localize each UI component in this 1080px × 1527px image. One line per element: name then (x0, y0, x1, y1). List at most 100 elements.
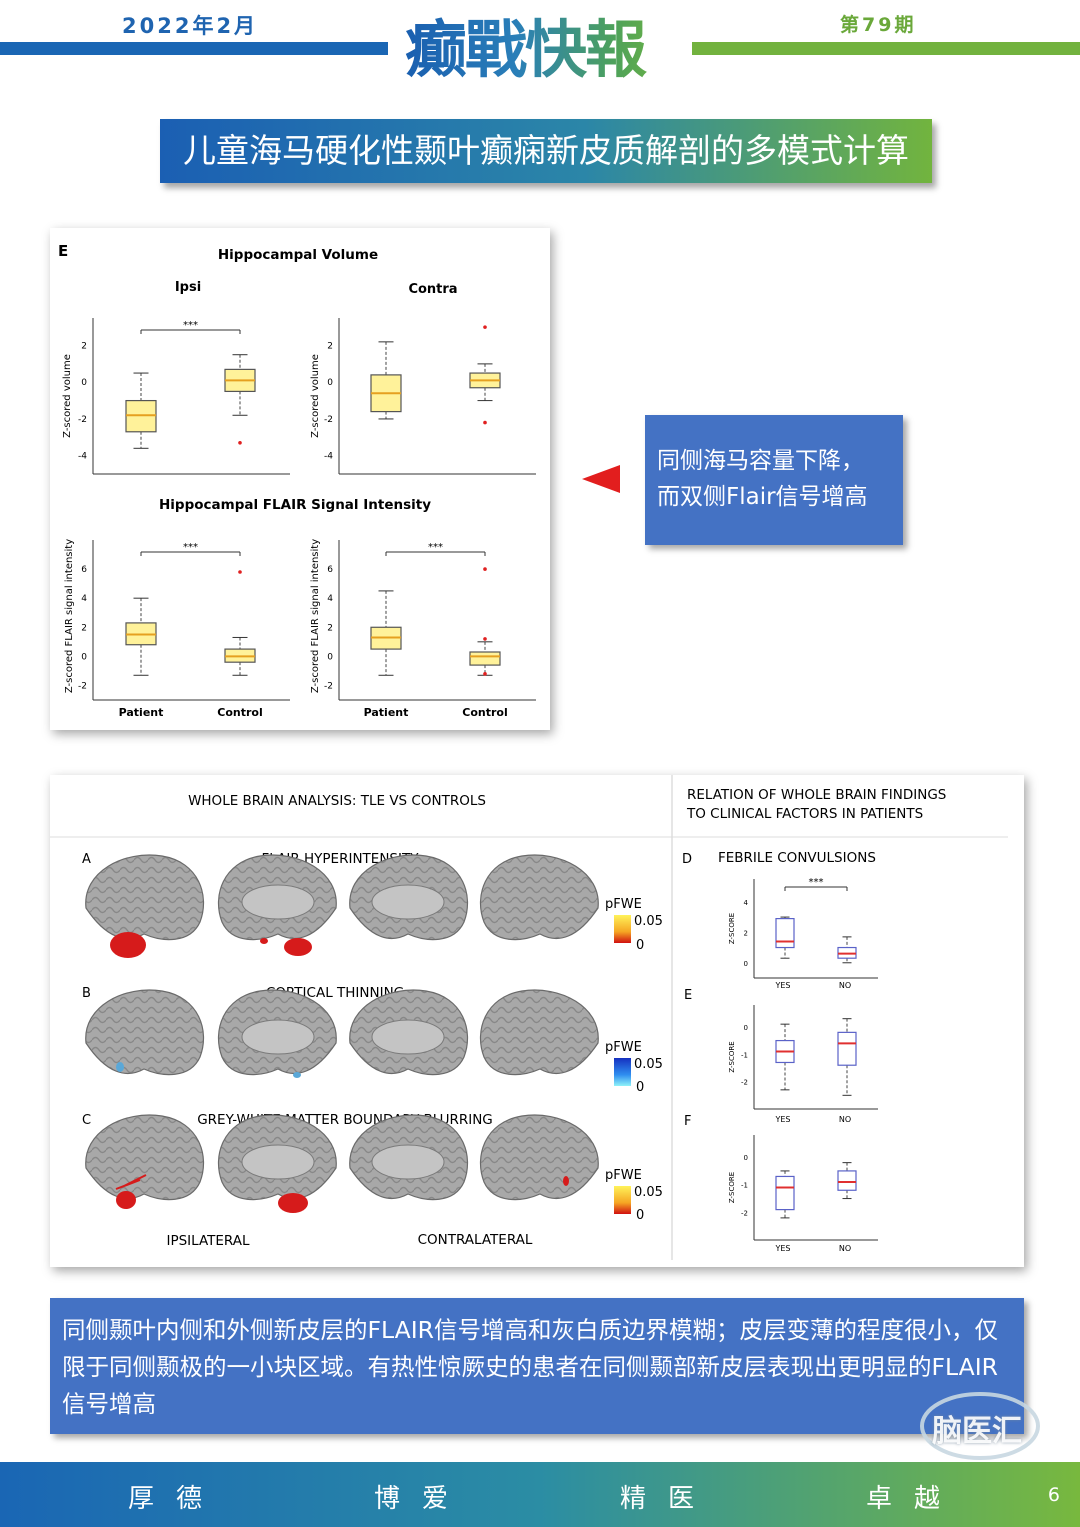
figure-hippocampal-panel: E Hippocampal Volume Ipsi Contra Hippoca… (50, 228, 550, 730)
xcat-patient-1: Patient (119, 706, 164, 719)
brain-renderings (85, 854, 599, 1213)
header-bar-left (0, 42, 388, 55)
outlier-point (483, 567, 487, 571)
watermark-logo: 脑医汇 (918, 1382, 1048, 1462)
label-a: A (82, 852, 91, 867)
brain-medial-wall (241, 884, 315, 920)
footer-bar: 厚德 博爱 精医 卓越 6 (0, 1462, 1080, 1527)
box-iqr (775, 918, 795, 949)
xcat-control-1: Control (217, 706, 262, 719)
brain-gyri (480, 855, 599, 940)
xcat-patient-2: Patient (364, 706, 409, 719)
y-tick-label: 0 (744, 1024, 748, 1032)
y-tick-label: 6 (327, 565, 333, 575)
label-b: B (82, 986, 91, 1001)
brain-gyri (85, 990, 204, 1075)
ipsi-label: Ipsi (175, 280, 201, 295)
y-tick-label: 4 (81, 594, 87, 604)
ylabel-vol-right: Z-scored volume (310, 354, 321, 438)
page-number: 6 (1047, 1484, 1060, 1506)
motto-2: 博爱 (374, 1484, 471, 1514)
label-f-small: F (684, 1114, 691, 1129)
colorbar-hot-c (614, 1186, 631, 1214)
y-tick-label: -2 (741, 1209, 748, 1217)
y-tick-label: 4 (744, 899, 749, 907)
y-tick-label: -4 (78, 452, 87, 462)
p005-label-a: 0.05 (634, 914, 663, 929)
blurring-cluster-contra (563, 1176, 569, 1186)
brain-gyri (85, 855, 204, 940)
panel-label-e: E (58, 242, 68, 260)
y-tick-label: 2 (327, 623, 333, 633)
outlier-point (483, 637, 487, 641)
colorbar-c: pFWE 0.05 0 (605, 1168, 663, 1223)
wb-right-title-1: RELATION OF WHOLE BRAIN FINDINGS (687, 787, 946, 803)
colorbar-b: pFWE 0.05 0 (605, 1040, 663, 1095)
y-tick-label: -2 (78, 415, 87, 425)
blurring-streak (115, 1174, 147, 1190)
y-tick-label: -1 (741, 1051, 748, 1059)
y-axis-label: Z-SCORE (728, 1041, 736, 1072)
y-tick-label: -2 (741, 1079, 748, 1087)
wb-left-title: WHOLE BRAIN ANALYSIS: TLE VS CONTROLS (188, 793, 486, 809)
colorbar-hot-a (614, 915, 631, 943)
motto-1: 厚德 (128, 1484, 225, 1514)
y-tick-label: 6 (81, 565, 87, 575)
wb-right-title-2: TO CLINICAL FACTORS IN PATIENTS (686, 806, 923, 822)
flair-cluster-medial (284, 938, 312, 956)
y-tick-label: 4 (327, 594, 333, 604)
whole-brain-figure: WHOLE BRAIN ANALYSIS: TLE VS CONTROLS RE… (50, 775, 1008, 1260)
issue-number: 第79期 (840, 14, 917, 36)
brain-medial-wall (241, 1019, 315, 1055)
summary-note: 同侧颞叶内侧和外侧新皮层的FLAIR信号增高和灰白质边界模糊；皮层变薄的程度很小… (50, 1298, 1024, 1434)
contralateral-label: CONTRALATERAL (418, 1232, 533, 1248)
thinning-cluster-lateral (116, 1062, 124, 1072)
masthead-logo: 癫戰快報 (405, 10, 685, 90)
significance-label: *** (183, 542, 198, 553)
p0-label-a: 0 (636, 938, 644, 953)
contra-label: Contra (408, 282, 457, 297)
y-tick-label: 0 (327, 378, 333, 388)
brain-medial-wall (371, 1144, 445, 1180)
box-iqr (837, 1170, 857, 1191)
y-tick-label: -4 (324, 452, 333, 462)
box-iqr (837, 1031, 857, 1066)
brain-gyri (480, 1115, 599, 1200)
y-tick-label: -2 (324, 415, 333, 425)
x-category-label: YES (774, 981, 790, 990)
p0-label-b: 0 (636, 1080, 644, 1095)
significance-label: *** (183, 320, 198, 331)
ipsilateral-label: IPSILATERAL (166, 1233, 250, 1249)
y-tick-label: 0 (81, 378, 87, 388)
x-category-label: NO (839, 981, 851, 990)
outlier-point (483, 325, 487, 329)
brain-gyri (480, 990, 599, 1075)
outlier-point (483, 420, 487, 425)
p005-label-b: 0.05 (634, 1057, 663, 1072)
flair-title: Hippocampal FLAIR Signal Intensity (159, 497, 431, 513)
motto-3: 精医 (620, 1484, 717, 1514)
pfwe-label-a: pFWE (605, 897, 642, 912)
colorbar-a: pFWE 0.05 0 (605, 897, 663, 953)
brain-gyri (85, 1115, 204, 1200)
box-iqr (775, 1175, 795, 1211)
pfwe-label-b: pFWE (605, 1040, 642, 1055)
thinning-cluster-medial (293, 1072, 301, 1078)
label-d: D (682, 852, 692, 867)
callout-line-1: 同侧海马容量下降， (657, 448, 864, 474)
y-axis-label: Z-SCORE (728, 913, 736, 944)
x-category-label: NO (839, 1244, 851, 1253)
y-tick-label: 0 (744, 1154, 748, 1162)
ylabel-flair-right: Z-scored FLAIR signal intensity (310, 539, 321, 693)
hippocampal-boxplots: E Hippocampal Volume Ipsi Contra Hippoca… (58, 242, 536, 719)
label-c: C (82, 1113, 91, 1128)
brain-medial-wall (371, 884, 445, 920)
flair-cluster-small (260, 938, 268, 944)
y-tick-label: -2 (78, 681, 87, 691)
p005-label-c: 0.05 (634, 1185, 663, 1200)
box-iqr (469, 651, 501, 666)
brain-medial-wall (241, 1144, 315, 1180)
article-title: 儿童海马硬化性颞叶癫痫新皮质解剖的多模式计算 (160, 119, 932, 183)
y-axis-label: Z-SCORE (728, 1172, 736, 1203)
significance-label: *** (809, 877, 824, 888)
